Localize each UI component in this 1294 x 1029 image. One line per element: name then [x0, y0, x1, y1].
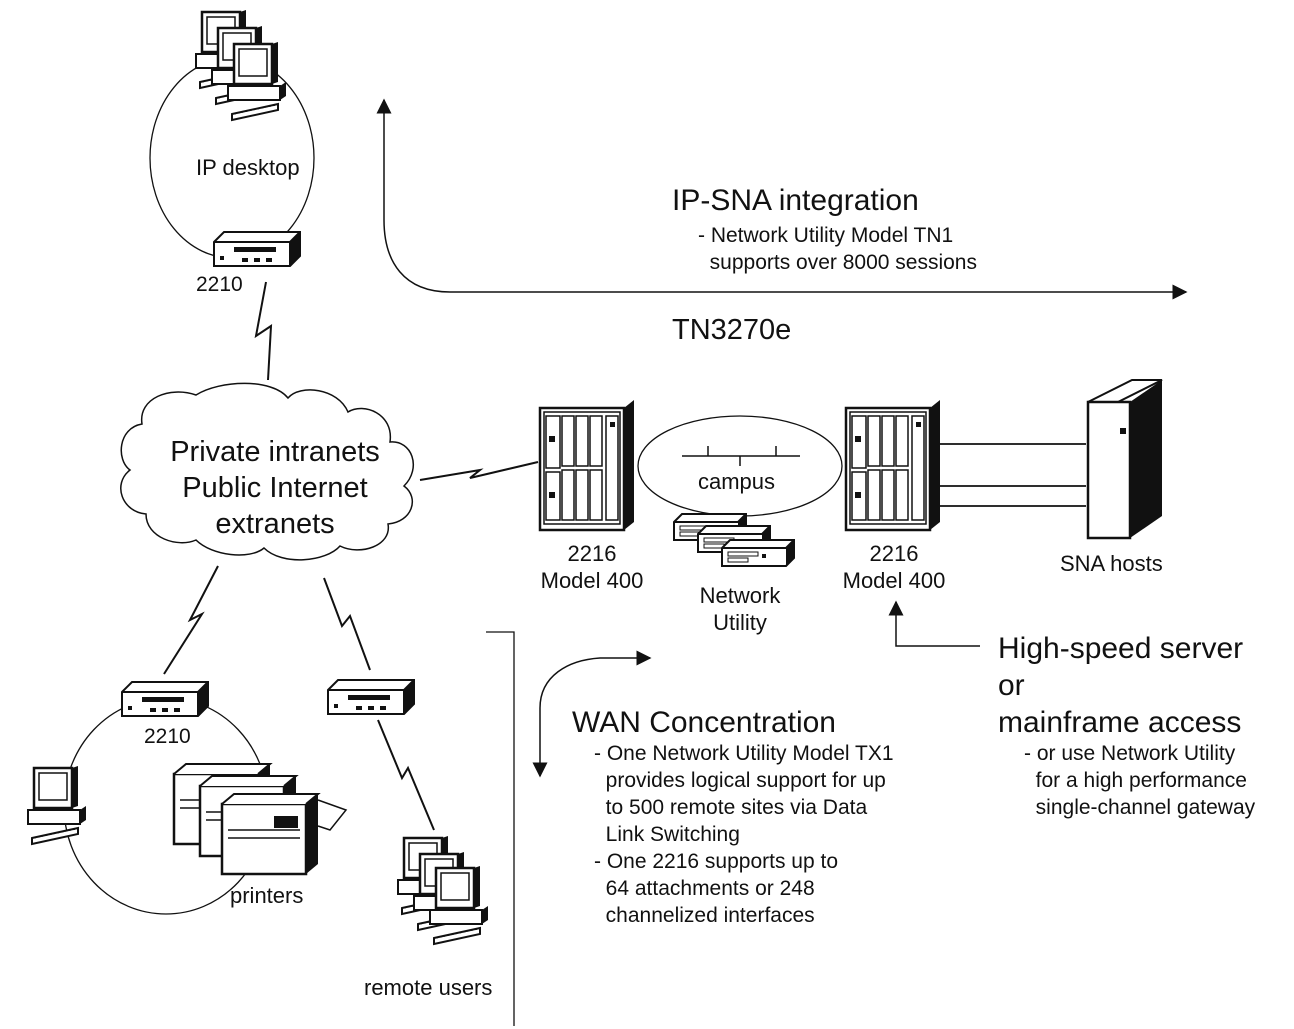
server-bullet: - or use Network Utility [1024, 742, 1236, 765]
model-left-label: 2216 Model 400 [522, 540, 662, 594]
wan-bullet: provides logical support for up [594, 769, 886, 792]
cloud-line-2: Public Internet [182, 472, 368, 504]
server-title-line-1: High-speed server [998, 632, 1244, 665]
cloud-line-3: extranets [215, 508, 335, 540]
ip-sna-arrow [376, 98, 1188, 300]
router-top-label: 2210 [196, 273, 243, 296]
wan-arrow [532, 650, 652, 778]
channel-lines [940, 443, 1086, 507]
tn3270e-label: TN3270e [672, 314, 792, 346]
chassis-right-icon [844, 398, 942, 532]
ip-desktop-pcs [194, 8, 288, 122]
ip-sna-bullet: - Network Utility Model TN1 [698, 224, 954, 247]
router-top-icon [213, 231, 301, 267]
model-left-model: Model 400 [540, 568, 644, 593]
model-left-number: 2216 [567, 541, 617, 566]
wan-bullet: - One 2216 supports up to [594, 850, 838, 873]
wan-title: WAN Concentration [572, 706, 836, 739]
ip-sna-title: IP-SNA integration [672, 184, 919, 217]
sna-hosts-label: SNA hosts [1060, 551, 1163, 576]
wan-bullet: - One Network Utility Model TX1 [594, 742, 894, 765]
campus-label: campus [698, 469, 776, 494]
wan-bullet: Link Switching [594, 823, 740, 846]
printers-label: printers [230, 883, 304, 908]
cloud-shape [120, 382, 415, 561]
printer-icons [172, 762, 348, 876]
sna-host-icon [1086, 379, 1163, 540]
network-utility-label: Network Utility [680, 582, 800, 636]
chassis-left-icon [538, 398, 636, 532]
campus-lan [682, 446, 800, 466]
network-utility-line-2: Utility [713, 610, 767, 635]
server-title-line-3: mainframe access [998, 706, 1242, 739]
server-arrow [888, 600, 980, 647]
server-bullet: for a high performance [1024, 769, 1247, 792]
cloud-text: Private intranets Public Internet extran… [150, 434, 400, 542]
model-right-model: Model 400 [842, 568, 946, 593]
router-left-label: 2210 [144, 725, 191, 748]
router-right-icon [327, 679, 415, 715]
link-cloud-router-right [323, 577, 371, 671]
ip-sna-bullets: - Network Utility Model TN1 supports ove… [698, 222, 977, 276]
pc-left-icon [26, 764, 88, 846]
ip-sna-bullet: supports over 8000 sessions [698, 251, 977, 274]
cloud-line-1: Private intranets [170, 436, 380, 468]
server-title-line-2: or [998, 669, 1025, 702]
wan-bullet: to 500 remote sites via Data [594, 796, 868, 819]
server-bullet: single-channel gateway [1024, 796, 1256, 819]
router-left-icon [121, 681, 209, 717]
ip-desktop-label: IP desktop [196, 155, 300, 180]
network-utility-line-1: Network [699, 583, 781, 608]
link-router-remote [377, 719, 435, 831]
model-right-label: 2216 Model 400 [824, 540, 964, 594]
server-title: High-speed server or mainframe access [998, 630, 1243, 741]
remote-users-pcs [396, 834, 490, 946]
server-bullets: - or use Network Utility for a high perf… [1024, 740, 1255, 821]
remote-users-label: remote users [364, 975, 493, 1000]
separator-line [486, 631, 515, 1026]
link-top-lightning [254, 281, 273, 381]
link-cloud-2216 [419, 461, 539, 481]
wan-bullet: channelized interfaces [594, 904, 815, 927]
model-right-number: 2216 [869, 541, 919, 566]
link-cloud-router-left [163, 565, 219, 675]
wan-bullet: 64 attachments or 248 [594, 877, 815, 900]
wan-bullets: - One Network Utility Model TX1 provides… [594, 740, 894, 929]
network-utility-icons [673, 513, 795, 567]
